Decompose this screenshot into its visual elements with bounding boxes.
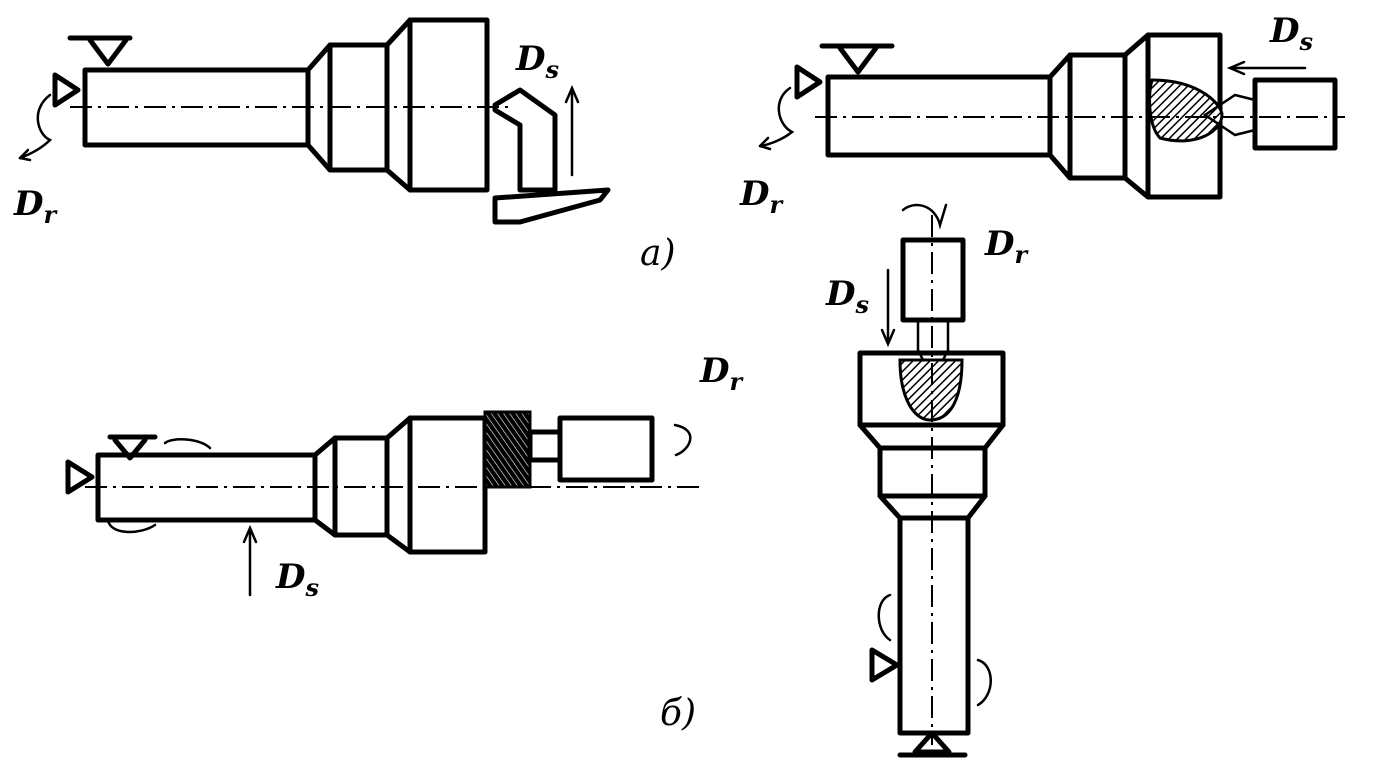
clamp-mark-right [976,658,992,707]
collar-chamfer [384,17,413,193]
drilled-hole [1148,78,1224,143]
support-symbol [897,730,968,758]
locating-symbol [794,64,823,100]
turning-tool [492,87,558,193]
label-ds: Ds [825,274,869,319]
label-ds: Ds [1269,11,1313,56]
label-dr: Dr [739,174,784,219]
collar-chamfer [384,415,413,555]
figure-b-right-vertical-drilling: Dr Ds [825,203,1029,758]
rotation-arrow [18,93,53,160]
collar [407,17,490,193]
locating-symbol [65,459,95,495]
rotation-mark-top [163,438,212,450]
rotation-arrow [673,423,692,457]
hob-cutter [557,415,655,483]
rotation-arrow [901,203,948,230]
collar [407,415,488,555]
drill-chuck [1252,77,1338,151]
gear-teeth [483,410,532,489]
clamp-mark-left [877,593,892,642]
clamp-symbol [107,434,158,461]
label-dr: Dr [13,184,58,229]
arbor [527,429,563,463]
caption-a: а) [640,233,676,274]
figure-b-left-hobbing: Dr Ds [65,351,744,602]
tool-holder [492,187,611,225]
figure-a-right-drilling: Ds Dr [739,11,1345,219]
label-ds: Ds [515,39,559,84]
clamp-symbol [67,35,133,67]
locating-symbol [52,72,81,108]
workpiece-shaft [897,515,971,736]
label-dr: Dr [984,224,1029,269]
caption-b: б) [660,693,696,734]
drilled-hole [898,358,964,422]
rotation-mark-bottom [106,518,157,534]
clamp-symbol [819,43,895,75]
figure-a-left-turning: Ds Dr [13,17,611,229]
rotation-arrow [758,86,795,148]
collar [857,350,1006,428]
label-dr: Dr [699,351,744,396]
label-ds: Ds [275,557,319,602]
drill-bit [1202,93,1257,137]
locating-symbol [869,647,900,683]
